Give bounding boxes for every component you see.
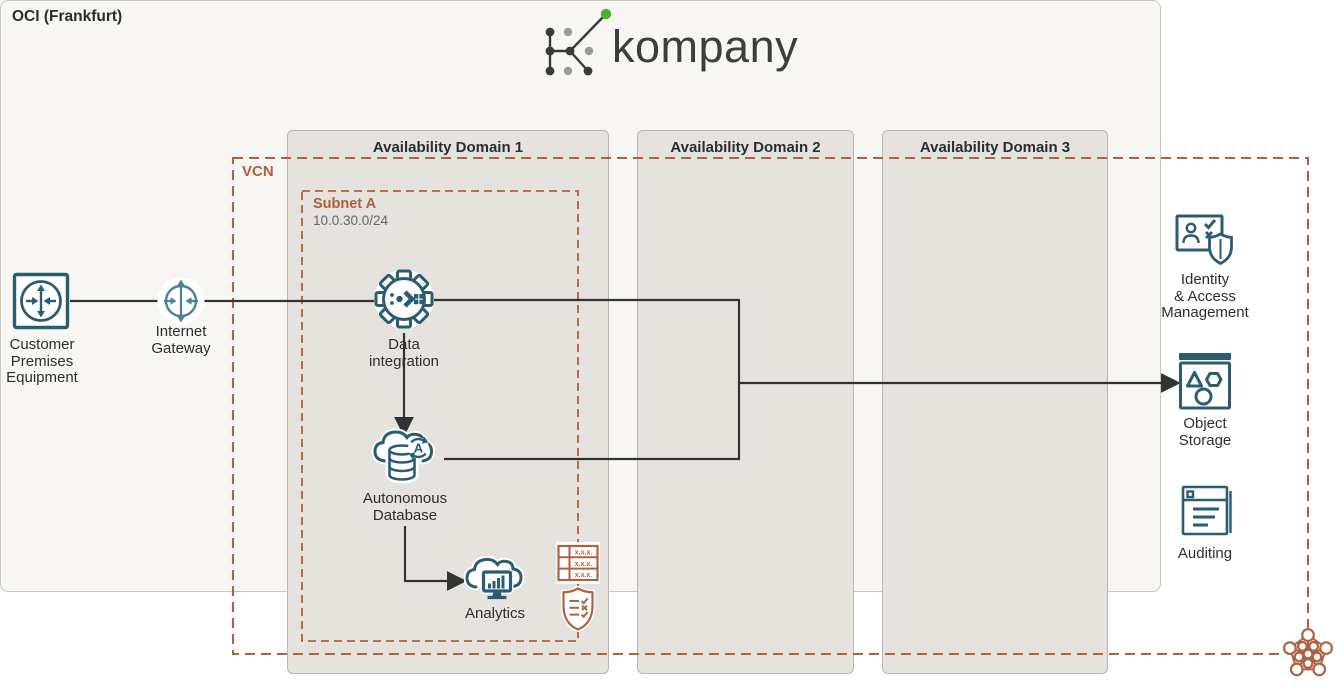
customer-premises-equipment-icon [12, 272, 70, 330]
cpe-label: Customer Premises Equipment [6, 336, 78, 386]
vcn-label: VCN [242, 163, 274, 180]
route-table-icon: x.x.x. x.x.x. x.x.x. [556, 542, 600, 584]
vcn-mesh-icon [1282, 628, 1334, 680]
availability-domain-3: Availability Domain 3 [882, 130, 1108, 674]
autonomous-database-icon: A [371, 428, 436, 484]
kompany-logo-icon [545, 8, 612, 76]
identity-access-management-label: Identity & Access Management [1161, 271, 1249, 321]
object-storage-icon [1179, 353, 1231, 410]
auditing-label: Auditing [1177, 545, 1233, 562]
availability-domain-2-title: Availability Domain 2 [670, 139, 821, 156]
identity-access-management-icon [1175, 214, 1233, 266]
data-integration-gear-icon [374, 269, 434, 329]
svg-text:x.x.x.: x.x.x. [575, 550, 593, 557]
availability-domain-3-title: Availability Domain 3 [919, 139, 1071, 156]
internet-gateway-icon [157, 277, 205, 325]
svg-text:x.x.x.: x.x.x. [575, 561, 593, 568]
subnet-a-label: Subnet A [313, 196, 377, 212]
analytics-cloud-icon [464, 555, 525, 600]
autonomous-database-label: Autonomous Database [362, 490, 448, 524]
object-storage-label: Object Storage [1178, 415, 1232, 449]
data-integration-label: Data integration [368, 336, 440, 370]
brand-name: kompany [612, 21, 799, 72]
internet-gateway-label: Internet Gateway [151, 323, 211, 357]
availability-domain-2: Availability Domain 2 [637, 130, 854, 674]
security-list-shield-icon [561, 586, 595, 632]
analytics-label: Analytics [464, 605, 526, 622]
auditing-icon [1181, 485, 1232, 536]
autonomous-badge-letter: A [414, 441, 424, 456]
subnet-a-cidr: 10.0.30.0/24 [313, 213, 389, 228]
svg-text:x.x.x.: x.x.x. [575, 572, 593, 579]
region-title: OCI (Frankfurt) [12, 8, 123, 25]
availability-domain-1-title: Availability Domain 1 [372, 139, 524, 156]
